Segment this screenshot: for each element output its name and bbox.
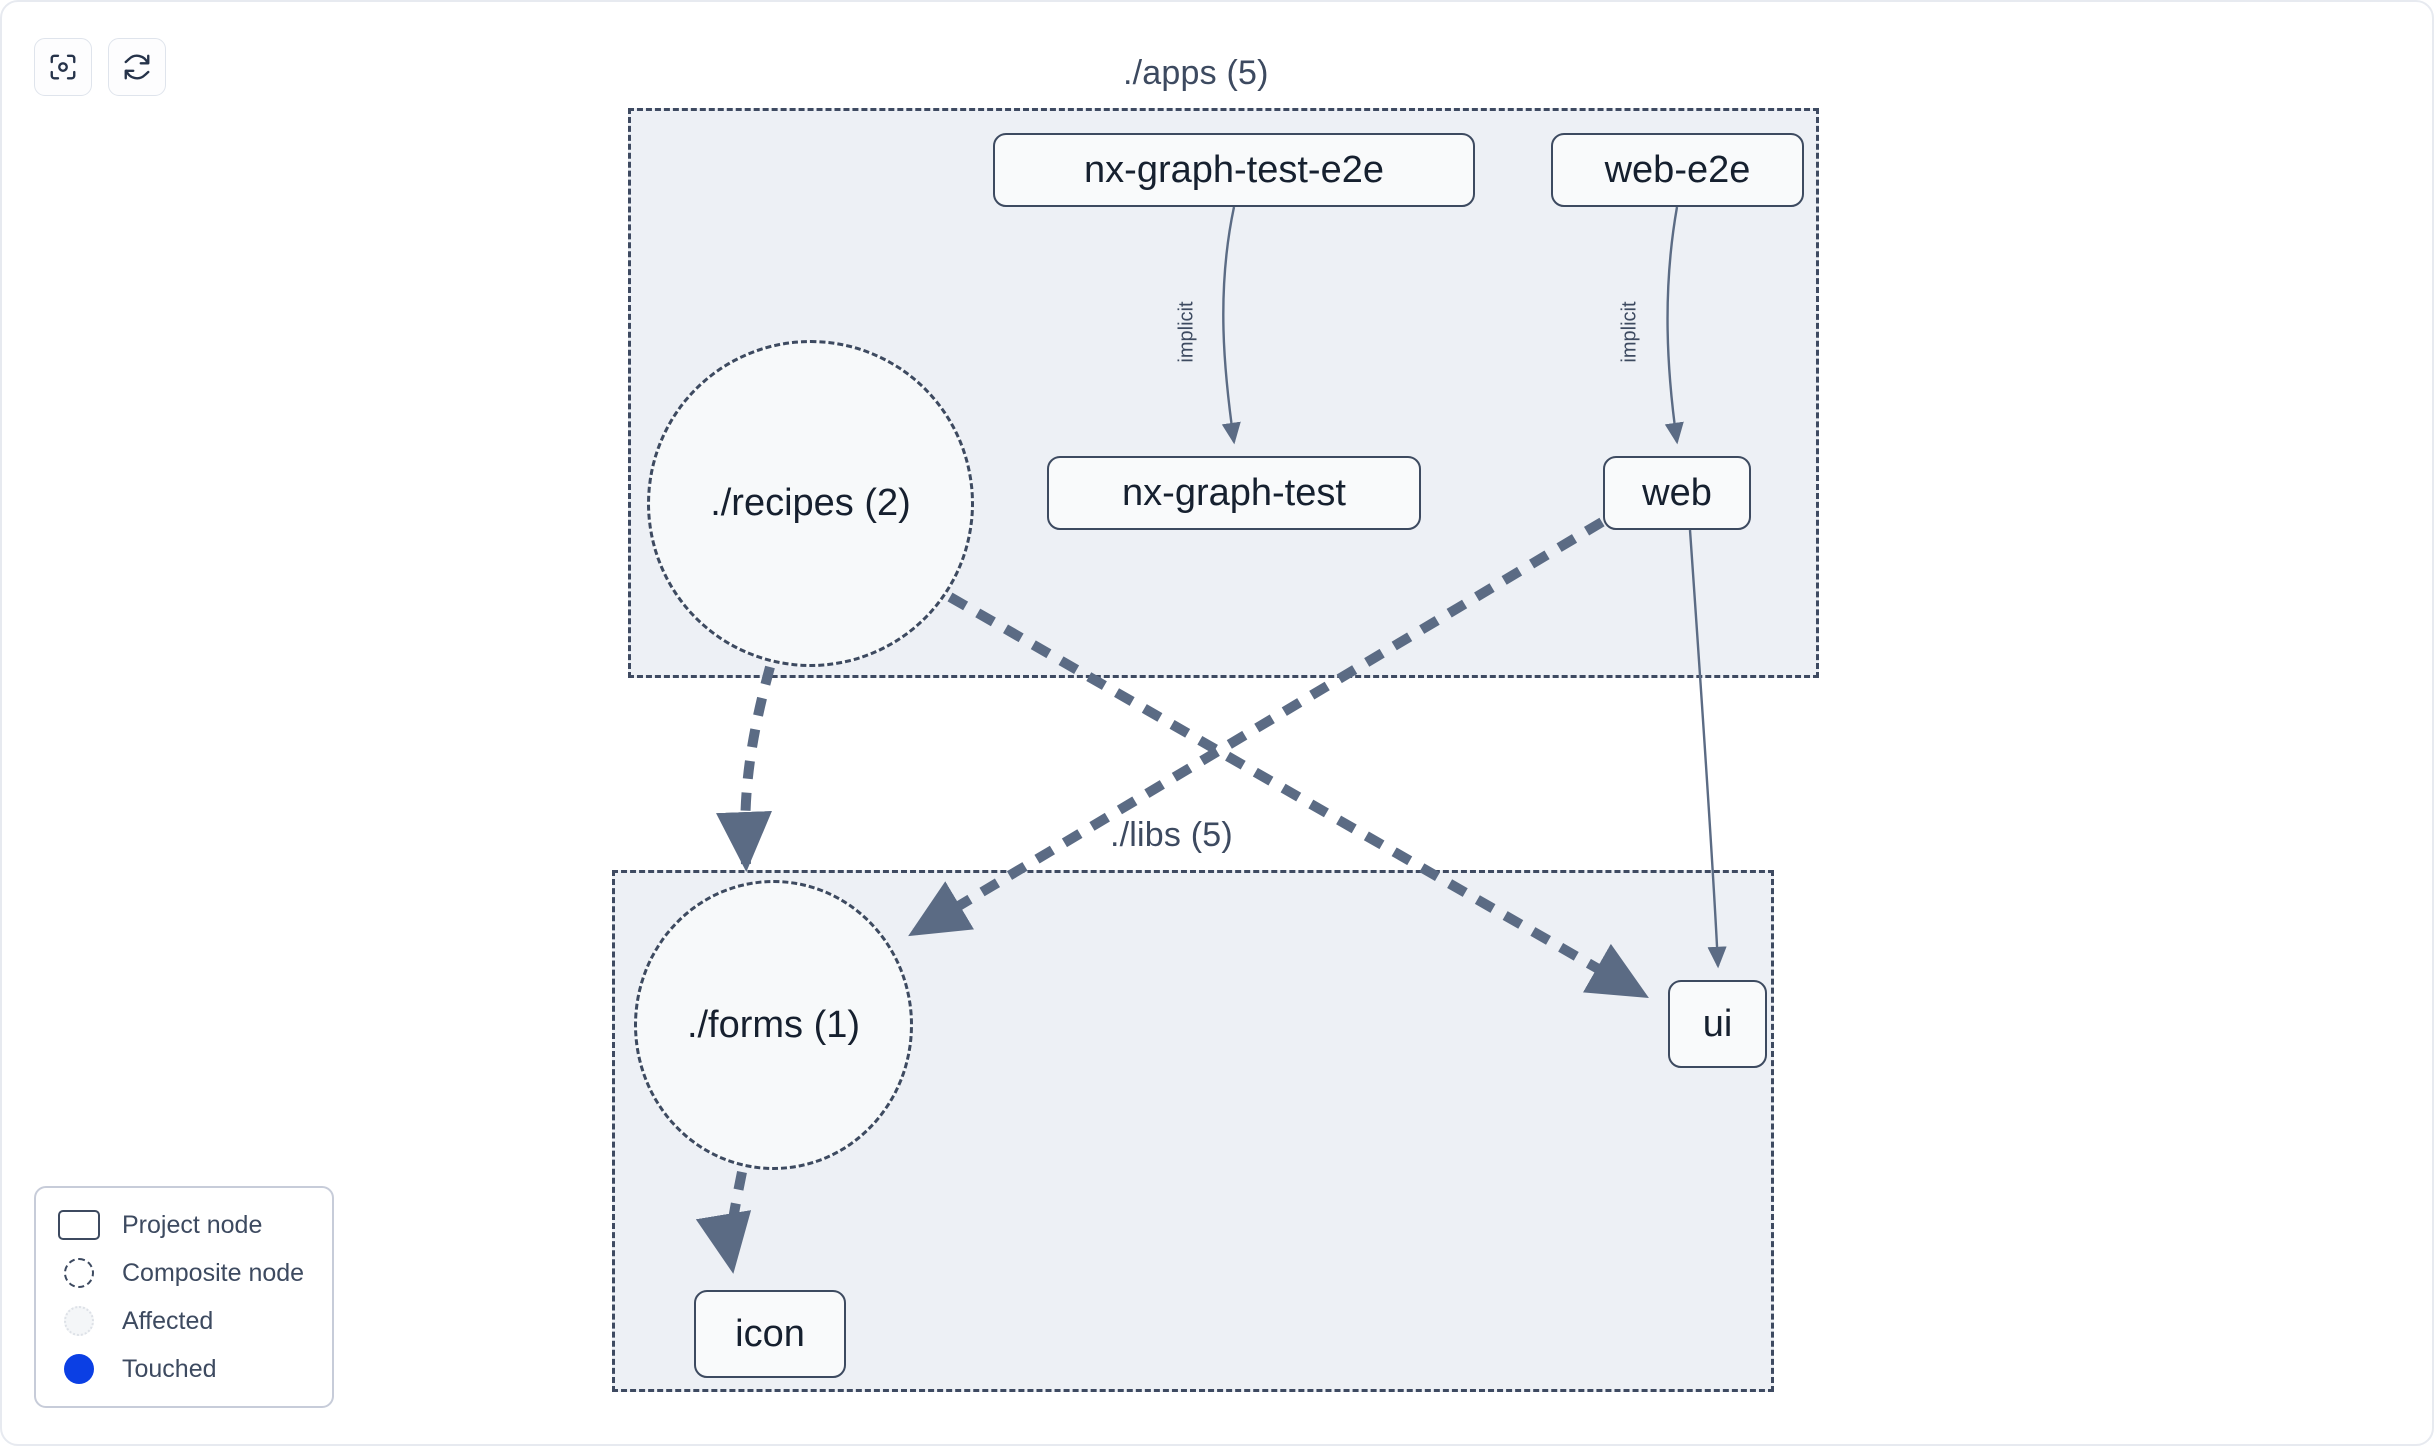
refresh-button[interactable] xyxy=(108,38,166,96)
group-libs-title: ./libs (5) xyxy=(1102,816,1241,855)
node-nx-graph-test[interactable]: nx-graph-test xyxy=(1047,456,1421,530)
legend-label-touched: Touched xyxy=(122,1354,217,1383)
legend-item-project-node: Project node xyxy=(58,1208,310,1242)
node-web-e2e[interactable]: web-e2e xyxy=(1551,133,1804,207)
legend-label-composite-node: Composite node xyxy=(122,1258,305,1287)
legend-item-composite-node: Composite node xyxy=(58,1256,310,1290)
graph-toolbar xyxy=(34,38,166,96)
legend-item-touched: Touched xyxy=(58,1352,310,1386)
legend-label-project-node: Project node xyxy=(122,1210,263,1239)
node-icon[interactable]: icon xyxy=(694,1290,846,1378)
composite-node-recipes[interactable]: ./recipes (2) xyxy=(647,340,974,667)
refresh-icon xyxy=(124,54,150,80)
composite-node-swatch xyxy=(58,1258,100,1288)
project-node-swatch xyxy=(58,1210,100,1240)
composite-node-forms[interactable]: ./forms (1) xyxy=(634,880,913,1170)
group-apps-title: ./apps (5) xyxy=(1115,54,1277,93)
touched-swatch xyxy=(58,1354,100,1384)
node-nx-graph-test-e2e[interactable]: nx-graph-test-e2e xyxy=(993,133,1475,207)
graph-legend: Project node Composite node Affected Tou… xyxy=(34,1186,334,1408)
node-web[interactable]: web xyxy=(1603,456,1751,530)
focus-target-icon xyxy=(50,54,76,80)
legend-label-affected: Affected xyxy=(122,1306,214,1335)
legend-item-affected: Affected xyxy=(58,1304,310,1338)
focus-target-button[interactable] xyxy=(34,38,92,96)
edge-recipes-to-forms xyxy=(716,665,775,872)
affected-swatch xyxy=(58,1306,100,1336)
node-ui[interactable]: ui xyxy=(1668,980,1767,1068)
